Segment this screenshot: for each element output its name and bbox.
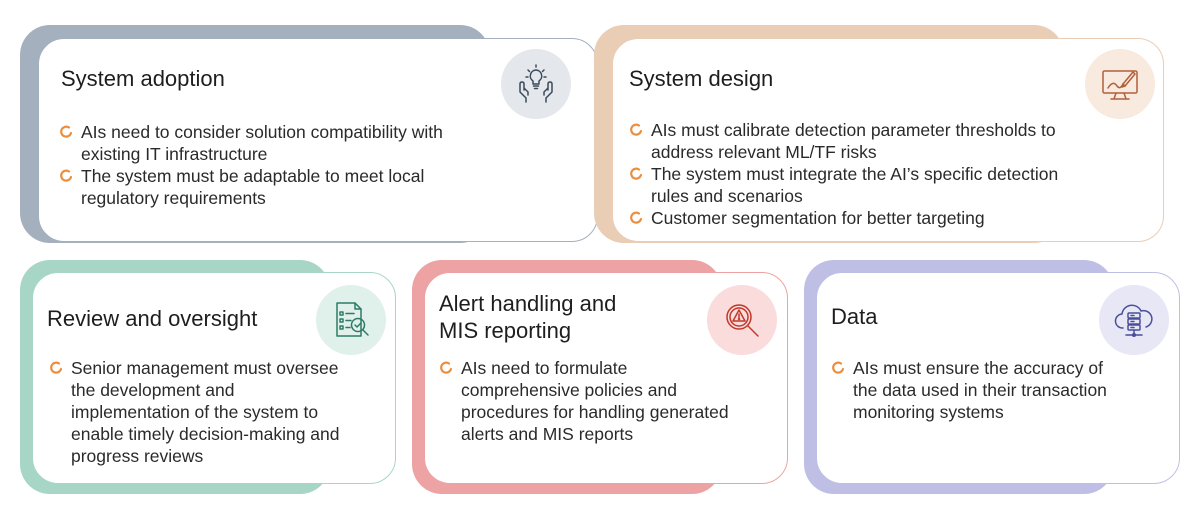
cloud-server-icon bbox=[1099, 285, 1169, 355]
bullet-text: AIs need to formulate comprehensive poli… bbox=[461, 358, 729, 444]
monitor-pen-icon bbox=[1085, 49, 1155, 119]
hands-bulb-icon bbox=[501, 49, 571, 119]
list-item: Senior management must oversee the devel… bbox=[49, 357, 349, 467]
bullet-list: AIs need to formulate comprehensive poli… bbox=[439, 357, 739, 445]
bullet-list: AIs need to consider solution compatibil… bbox=[59, 121, 474, 209]
list-item: AIs need to consider solution compatibil… bbox=[59, 121, 474, 165]
bullet-icon bbox=[630, 167, 643, 180]
card-panel: Review and oversight Senior management m… bbox=[32, 272, 396, 484]
list-item: AIs need to formulate comprehensive poli… bbox=[439, 357, 739, 445]
bullet-list: AIs must ensure the accuracy of the data… bbox=[831, 357, 1131, 423]
bullet-text: The system must integrate the AI’s speci… bbox=[651, 164, 1059, 206]
bullet-icon bbox=[440, 361, 453, 374]
card-title: Alert handling and MIS reporting bbox=[439, 291, 617, 343]
bullet-icon bbox=[630, 211, 643, 224]
card-title: System adoption bbox=[61, 66, 225, 91]
card-panel: Data AIs must ensure the accuracy of the… bbox=[816, 272, 1180, 484]
card-panel: System adoption AIs need to consider sol… bbox=[38, 38, 598, 242]
bullet-icon bbox=[832, 361, 845, 374]
list-item: AIs must calibrate detection parameter t… bbox=[629, 119, 1059, 163]
bullet-text: AIs must calibrate detection parameter t… bbox=[651, 120, 1056, 162]
bullet-text: Customer segmentation for better targeti… bbox=[651, 208, 985, 228]
card-panel: Alert handling and MIS reporting AIs nee… bbox=[424, 272, 788, 484]
bullet-icon bbox=[630, 123, 643, 136]
bullet-icon bbox=[60, 169, 73, 182]
card-title: Data bbox=[831, 304, 878, 329]
bullet-text: AIs must ensure the accuracy of the data… bbox=[853, 358, 1107, 422]
list-item: AIs must ensure the accuracy of the data… bbox=[831, 357, 1131, 423]
bullet-icon bbox=[50, 361, 63, 374]
bullet-list: Senior management must oversee the devel… bbox=[49, 357, 349, 467]
bullet-icon bbox=[60, 125, 73, 138]
document-check-icon bbox=[316, 285, 386, 355]
list-item: The system must integrate the AI’s speci… bbox=[629, 163, 1059, 207]
card-panel: System design AIs must calibrate detecti… bbox=[612, 38, 1164, 242]
alert-magnifier-icon bbox=[707, 285, 777, 355]
bullet-text: The system must be adaptable to meet loc… bbox=[81, 166, 425, 208]
bullet-list: AIs must calibrate detection parameter t… bbox=[629, 119, 1059, 229]
list-item: The system must be adaptable to meet loc… bbox=[59, 165, 474, 209]
bullet-text: Senior management must oversee the devel… bbox=[71, 358, 340, 466]
bullet-text: AIs need to consider solution compatibil… bbox=[81, 122, 443, 164]
list-item: Customer segmentation for better targeti… bbox=[629, 207, 1059, 229]
card-title: Review and oversight bbox=[47, 306, 258, 331]
card-title: System design bbox=[629, 66, 774, 91]
